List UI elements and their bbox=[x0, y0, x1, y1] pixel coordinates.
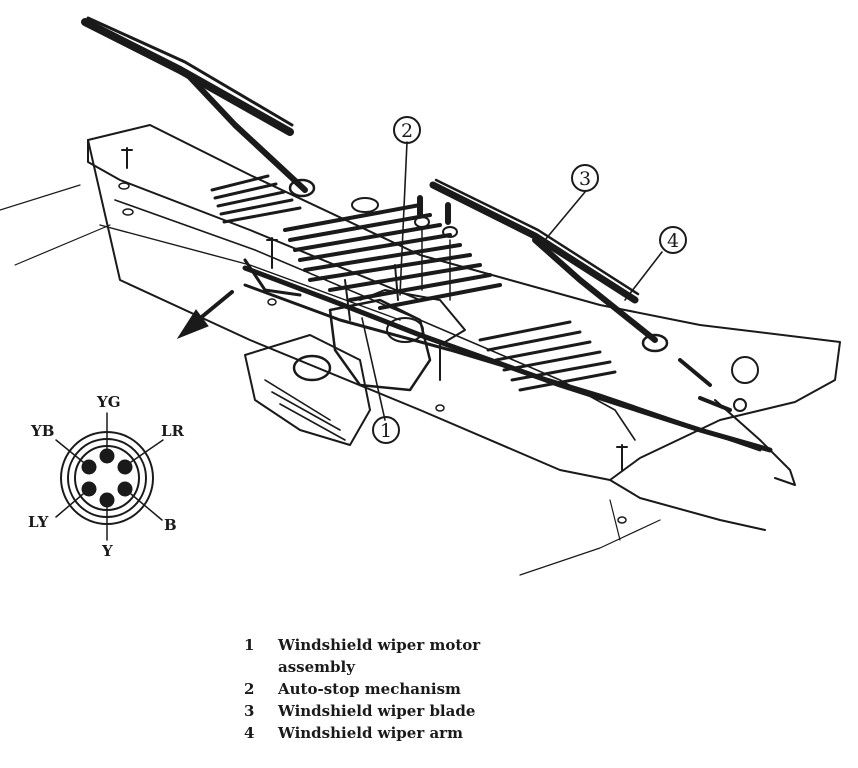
legend-item-label: Auto-stop mechanism bbox=[278, 680, 461, 698]
legend-item-label: Windshield wiper motor assembly bbox=[278, 636, 481, 676]
callout-leaders bbox=[361, 141, 663, 421]
pin-y bbox=[99, 492, 115, 508]
legend-item: 3 Windshield wiper blade bbox=[244, 700, 574, 722]
pin-label-lr: LR bbox=[161, 422, 185, 440]
pin-label-y: Y bbox=[101, 542, 113, 560]
pin-label-b: B bbox=[164, 516, 177, 534]
callout-3: 3 bbox=[571, 164, 599, 192]
parts-legend: 1 Windshield wiper motor assembly 2 Auto… bbox=[244, 634, 574, 744]
callout-4-label: 4 bbox=[667, 230, 679, 252]
mounting-bolts bbox=[118, 147, 628, 524]
callout-1: 1 bbox=[372, 416, 400, 444]
pin-label-yg: YG bbox=[96, 393, 121, 411]
right-wiper-assembly bbox=[429, 178, 669, 353]
wiper-motor-assembly bbox=[328, 264, 466, 392]
pin-yg bbox=[99, 448, 115, 464]
cowl-panel bbox=[0, 124, 841, 576]
legend-item-number: 2 bbox=[244, 680, 255, 698]
callout-4: 4 bbox=[659, 226, 687, 254]
washer-nozzles bbox=[351, 197, 759, 412]
legend-item-label: Windshield wiper blade bbox=[278, 702, 476, 720]
legend-item: 4 Windshield wiper arm bbox=[244, 722, 574, 744]
pin-label-ly: LY bbox=[28, 513, 49, 531]
legend-item: 2 Auto-stop mechanism bbox=[244, 678, 574, 700]
pin-ly bbox=[81, 481, 97, 497]
washer-reservoir bbox=[244, 334, 371, 446]
callout-2-label: 2 bbox=[401, 120, 413, 142]
connector-pinout: YG LR B Y LY YB bbox=[28, 393, 185, 560]
pin-b bbox=[117, 481, 133, 497]
legend-item-number: 1 bbox=[244, 636, 255, 654]
callout-3-label: 3 bbox=[579, 168, 591, 190]
callout-2: 2 bbox=[393, 116, 421, 144]
vent-louvers-left bbox=[210, 174, 302, 224]
legend-item-number: 4 bbox=[244, 724, 255, 742]
pin-lr bbox=[117, 459, 133, 475]
direction-arrow bbox=[176, 290, 234, 340]
callout-1-label: 1 bbox=[380, 420, 392, 442]
legend-item-label: Windshield wiper arm bbox=[278, 724, 463, 742]
vent-louvers-center bbox=[283, 203, 502, 310]
left-wiper-assembly bbox=[81, 16, 316, 198]
pin-label-yb: YB bbox=[30, 422, 54, 440]
wiper-linkage bbox=[242, 258, 796, 486]
legend-item: 1 Windshield wiper motor assembly bbox=[244, 634, 574, 678]
vent-louvers-right bbox=[478, 320, 617, 392]
legend-item-number: 3 bbox=[244, 702, 255, 720]
pin-yb bbox=[81, 459, 97, 475]
